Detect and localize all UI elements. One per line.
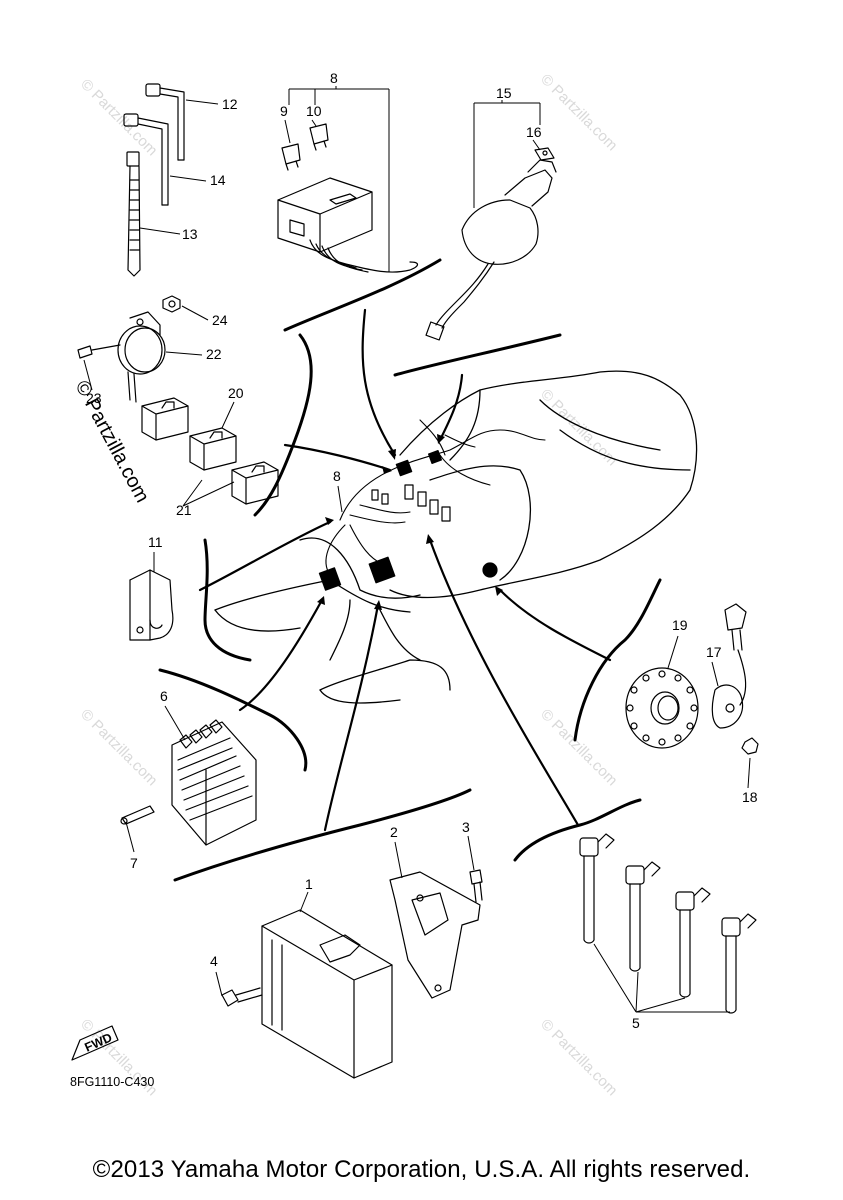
callout-1: 1: [305, 876, 313, 892]
callout-7: 7: [130, 855, 138, 871]
arrowheads: [317, 434, 503, 610]
group-brackets: [158, 258, 662, 882]
callout-17: 17: [706, 644, 722, 660]
ecu-bracket-2: [389, 871, 481, 999]
callout-21: 21: [176, 502, 192, 518]
ignition-coil-5b: [625, 861, 661, 972]
watermark: © Partzilla.com: [537, 71, 620, 154]
callout-23: 23: [86, 390, 102, 406]
watermark: © Partzilla.com: [77, 706, 160, 789]
callout-20: 20: [228, 385, 244, 401]
callout-5: 5: [632, 1015, 640, 1031]
ecu-1: [261, 909, 393, 1079]
snowmobile-outline: [214, 370, 698, 704]
callout-19: 19: [672, 617, 688, 633]
ignition-coil-5d: [721, 913, 757, 1014]
copyright-notice: ©2013 Yamaha Motor Corporation, U.S.A. A…: [92, 1156, 751, 1183]
speed-rotor-19: [625, 667, 699, 749]
bolt-3: [469, 869, 483, 903]
diagram-code: 8FG1110-C430: [70, 1075, 154, 1089]
watermark: © Partzilla.com: [77, 76, 160, 159]
callout-22: 22: [206, 346, 222, 362]
callout-3: 3: [462, 819, 470, 835]
callout-labels: 1 2 3 4 5 6 7 8 8 9 10 11 12 13 14 15 16…: [86, 70, 758, 1031]
callout-8-harness: 8: [333, 468, 341, 484]
harness-connectors: [318, 449, 498, 591]
relay-20: [189, 427, 237, 471]
callout-11: 11: [148, 534, 163, 550]
main-switch-15: [425, 147, 557, 341]
buzzer-22: [77, 295, 181, 403]
main-wire-harness: [325, 419, 546, 576]
leader-lines: [198, 308, 612, 832]
cable-tie-12: [145, 83, 185, 161]
callout-13: 13: [182, 226, 198, 242]
callout-leaders: [83, 86, 751, 1013]
callout-15: 15: [496, 85, 512, 101]
callout-2: 2: [390, 824, 398, 840]
callout-18: 18: [742, 789, 758, 805]
relay-connectors: [371, 484, 451, 522]
callout-12: 12: [222, 96, 238, 112]
callout-6: 6: [160, 688, 168, 704]
speed-sensor-17: [711, 603, 759, 755]
relay-21b: [231, 461, 279, 505]
callout-14: 14: [210, 172, 226, 188]
fuse-box-8: [277, 177, 419, 273]
ignition-coil-5a: [579, 833, 615, 944]
callout-16: 16: [526, 124, 542, 140]
watermark-layer: © Partzilla.com © Partzilla.com © Partzi…: [77, 71, 620, 1099]
watermark: © Partzilla.com: [537, 1016, 620, 1099]
relay-21a: [141, 397, 189, 441]
ignition-coil-5c: [675, 887, 711, 998]
cable-tie-13: [126, 151, 141, 277]
cable-tie-14: [123, 113, 169, 206]
fwd-arrow-icon: [71, 1025, 119, 1061]
callout-4: 4: [210, 953, 218, 969]
rectifier-6: [120, 719, 257, 846]
fuse-10: [309, 123, 329, 151]
callout-24: 24: [212, 312, 228, 328]
callout-10: 10: [306, 103, 322, 119]
callout-8-fusebox: 8: [330, 70, 338, 86]
bracket-11: [129, 569, 174, 641]
bolt-4: [221, 987, 263, 1007]
side-watermark: © Partzilla.com: [71, 377, 154, 506]
fuse-9: [281, 143, 301, 171]
callout-9: 9: [280, 103, 288, 119]
